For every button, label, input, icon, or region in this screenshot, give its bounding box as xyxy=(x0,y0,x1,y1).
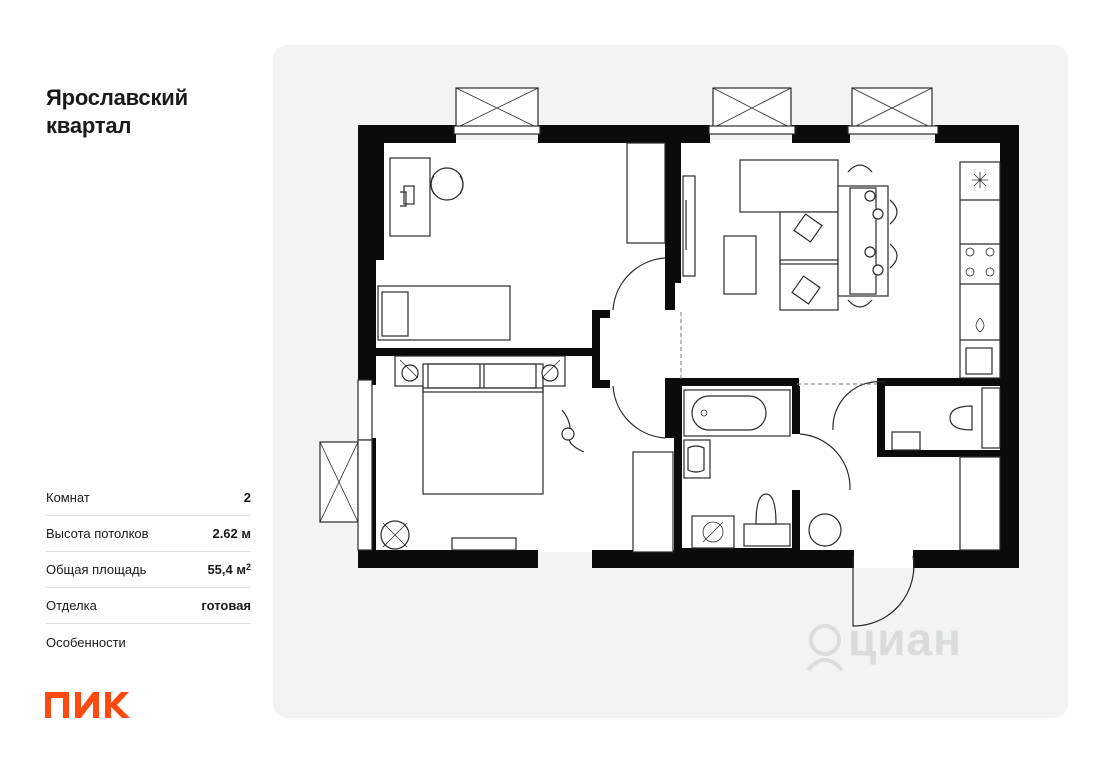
dining-chairs xyxy=(847,164,898,308)
spec-row-rooms: Комнат 2 xyxy=(46,480,251,516)
interior-walls xyxy=(376,143,1003,556)
spec-value-area: 55,4 м2 xyxy=(207,562,251,577)
spec-label: Комнат xyxy=(46,490,90,505)
cian-watermark-text: циан xyxy=(848,613,962,665)
apartment-specs: Комнат 2 Высота потолков 2.62 м Общая пл… xyxy=(46,480,251,660)
project-title-line2: квартал xyxy=(46,113,132,138)
small-bedroom-furniture xyxy=(377,142,666,341)
spec-row-total-area: Общая площадь 55,4 м2 xyxy=(46,552,251,588)
spec-value: 2 xyxy=(243,490,251,505)
spec-value: 2.62 м xyxy=(212,526,251,541)
floor-plan-card: .w { fill: #0b0b0b; } .f { fill: #ffffff… xyxy=(273,45,1068,718)
cian-watermark-icon xyxy=(806,624,844,672)
kitchen-living-furniture xyxy=(682,159,1001,379)
project-title-line1: Ярославский xyxy=(46,85,188,110)
project-title: Ярославский квартал xyxy=(46,84,266,140)
doors xyxy=(612,257,915,627)
spec-value: 55,4 м xyxy=(207,562,246,577)
kitchen-counter xyxy=(959,161,1001,379)
spec-row-ceiling-height: Высота потолков 2.62 м xyxy=(46,516,251,552)
pik-logo-icon xyxy=(45,692,130,718)
spec-value-superscript: 2 xyxy=(245,562,251,572)
bathroom-fixtures xyxy=(683,387,1001,551)
spec-label: Общая площадь xyxy=(46,562,147,577)
spec-value: готовая xyxy=(201,598,251,613)
windows xyxy=(319,87,939,551)
spec-row-finishing: Отделка готовая xyxy=(46,588,251,624)
spec-label: Особенности xyxy=(46,634,126,650)
cian-watermark: циан xyxy=(800,600,1000,690)
spec-label: Отделка xyxy=(46,598,97,613)
bedroom-furniture xyxy=(380,355,674,553)
floor-plan: .w { fill: #0b0b0b; } .f { fill: #ffffff… xyxy=(319,87,1019,672)
spec-row-features: Особенности xyxy=(46,624,251,660)
spec-label: Высота потолков xyxy=(46,526,149,541)
